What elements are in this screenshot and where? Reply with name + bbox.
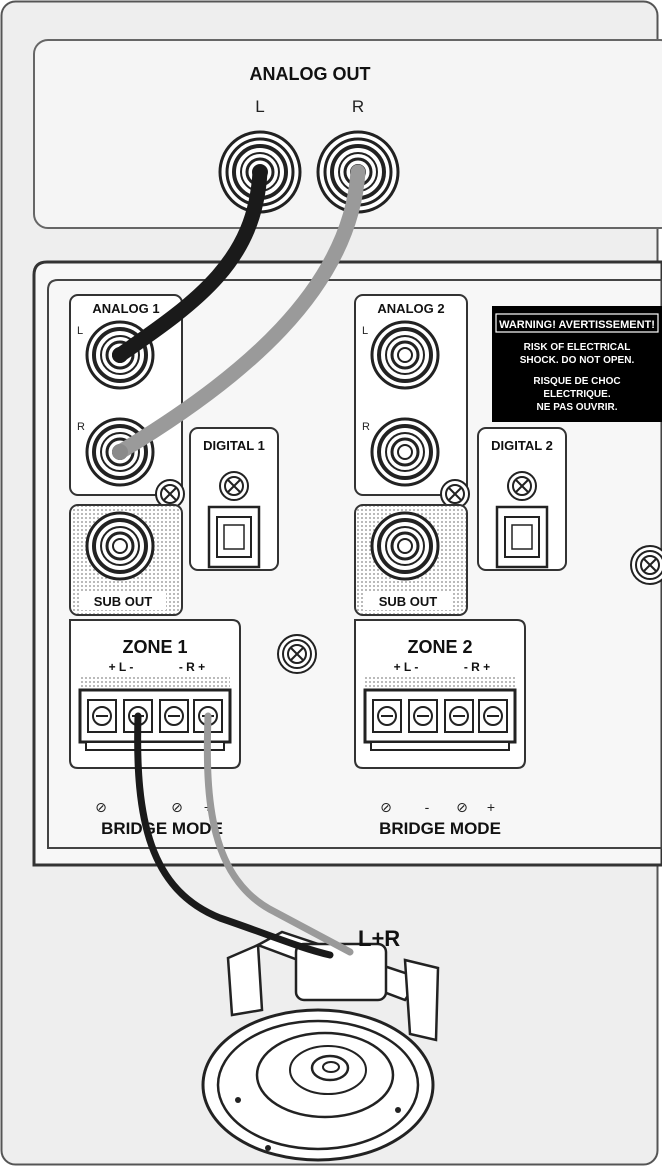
analog-2-label: ANALOG 2 [377,301,444,316]
warning-label: WARNING! AVERTISSEMENT! RISK OF ELECTRIC… [492,306,662,422]
source-left-label: L [255,97,264,116]
analog-2-left-label: L [362,325,368,337]
chassis-screw [155,479,185,509]
sub-out-1-label-bg [80,592,166,610]
analog-1-right-label: R [77,421,85,433]
zone-1-right-polarity: - R + [179,660,205,674]
right-cable-plug [112,444,128,460]
analog-1-left-label: L [77,325,83,337]
digital-2-label: DIGITAL 2 [491,438,553,453]
left-cable-plug [112,347,128,363]
center-chassis-screw [277,634,317,674]
digital-1-screw [219,471,249,501]
zone-1-bridge-mode-label: BRIDGE MODE [101,819,223,838]
zone-2-bridge-symbols: ⊘ - ⊘ + [380,799,495,815]
zone-2-terminal-r-plus [478,699,508,733]
left-signal-cable [112,164,268,363]
zone-2-right-polarity: - R + [464,660,490,674]
zone-2-bridge-mode-label: BRIDGE MODE [379,819,501,838]
amplifier-inner-panel [47,279,662,849]
analog-2-right-label: R [362,421,370,433]
zone-2-terminal-base [370,741,510,751]
analog-1-label: ANALOG 1 [92,301,159,316]
sub-out-1-label: SUB OUT [94,594,153,609]
digital-2-screw [507,471,537,501]
speaker-negative-wire [134,712,334,959]
warning-heading: WARNING! AVERTISSEMENT! [499,319,655,331]
speaker-label: L+R [358,926,400,951]
digital-1-label: DIGITAL 1 [203,438,265,453]
svg-text:⊘: ⊘ [95,799,107,815]
svg-text:⊘: ⊘ [380,799,392,815]
warning-line-1: RISK OF ELECTRICAL [524,342,631,353]
chassis-screw [440,479,470,509]
zone-2-terminal-l-plus [372,699,402,733]
sub-out-2-rca-jack [370,511,440,581]
svg-text:-: - [425,799,430,815]
ceiling-speaker [201,930,440,1162]
zone-2-dotted-band [365,676,515,690]
zone-2-label: ZONE 2 [407,637,472,657]
analog-2-right-rca-jack [370,417,440,487]
svg-text:⊘: ⊘ [456,799,468,815]
zone-2-terminal-r-minus [444,699,474,733]
zone-2-terminal-l-minus [408,699,438,733]
source-title: ANALOG OUT [250,64,371,84]
edge-chassis-screw [630,545,662,585]
zone-1-terminal-r-minus [159,699,189,733]
digital-1-optical-port [207,505,261,569]
zone-1-label: ZONE 1 [122,637,187,657]
sub-out-2-label: SUB OUT [379,594,438,609]
zone-1-dotted-band [80,676,230,690]
warning-line-4: ELECTRIQUE. [543,389,610,400]
svg-text:⊘: ⊘ [171,799,183,815]
svg-text:+: + [487,799,495,815]
zone-2-section: ANALOG 2 L R DIGITAL 2 SUB OUT ZONE 2 + … [354,294,567,838]
sub-out-2-label-bg [365,592,451,610]
warning-line-2: SHOCK. DO NOT OPEN. [520,355,635,366]
right-signal-cable [112,164,366,460]
warning-line-3: RISQUE DE CHOC [533,376,620,387]
zone-2-left-polarity: + L - [394,660,419,674]
sub-out-1-rca-jack [85,511,155,581]
zone-1-left-polarity: + L - [109,660,134,674]
zone-1-section: ANALOG 1 L R DIGITAL 1 SUB OUT ZONE 1 + … [69,294,279,838]
zone-1-terminal-l-plus [87,699,117,733]
analog-2-left-rca-jack [370,320,440,390]
source-right-label: R [352,97,364,116]
zone-1-terminal-base [85,741,225,751]
speaker-positive-wire [203,712,354,956]
digital-2-optical-port [495,505,549,569]
warning-line-5: NE PAS OUVRIR. [537,402,618,413]
